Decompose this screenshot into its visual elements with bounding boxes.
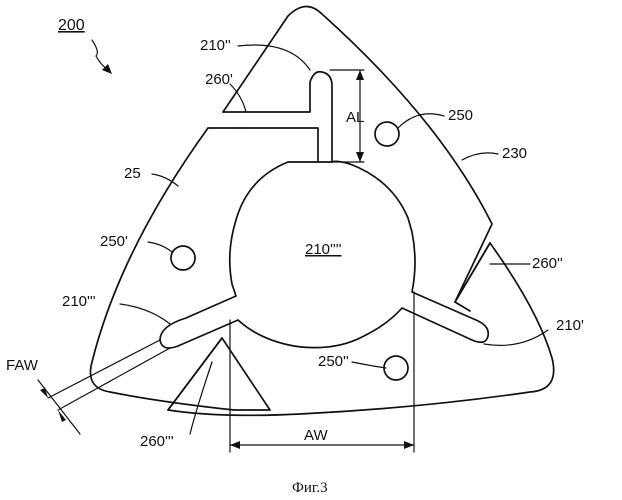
label-210-center: 210'''' — [305, 241, 342, 258]
leader-210p — [484, 330, 548, 345]
label-230: 230 — [502, 145, 527, 162]
label-260p: 260' — [205, 71, 233, 88]
label-faw: FAW — [6, 357, 39, 374]
leader-25 — [152, 174, 178, 186]
right-wedge — [455, 302, 470, 311]
slot-260pp — [455, 243, 490, 302]
hole-250pp — [384, 356, 408, 380]
label-250: 250 — [448, 107, 473, 124]
faw-dim-line — [38, 380, 80, 434]
label-aw: AW — [304, 427, 328, 444]
figure-caption: Фиг.3 — [292, 480, 328, 496]
leader-210ppp — [120, 304, 170, 324]
hole-250p — [171, 246, 195, 270]
faw-arrow-1 — [40, 388, 48, 398]
label-al: AL — [346, 109, 364, 126]
al-arrow-top — [356, 70, 364, 80]
label-250p: 250' — [100, 233, 128, 250]
leader-260ppp — [190, 362, 212, 434]
leader-250p — [148, 242, 172, 252]
al-arrow-bottom — [356, 152, 364, 162]
label-210p: 210' — [556, 317, 584, 334]
label-210pp: 210'' — [200, 37, 231, 54]
leader-250pp — [352, 362, 386, 368]
leader-230 — [462, 153, 498, 160]
label-260pp: 260'' — [532, 255, 563, 272]
aw-arrow-right — [404, 441, 414, 449]
slot-260ppp — [168, 338, 222, 410]
faw-ext-2 — [58, 348, 170, 410]
notch-210pp — [223, 72, 332, 162]
faw-ext-1 — [48, 340, 160, 398]
leader-210pp — [238, 45, 310, 70]
hole-250 — [375, 122, 399, 146]
label-250pp: 250'' — [318, 353, 349, 370]
aw-arrow-left — [230, 441, 240, 449]
label-25: 25 — [124, 165, 141, 182]
label-200: 200 — [58, 17, 85, 34]
label-260ppp: 260''' — [140, 433, 174, 450]
label-210ppp: 210''' — [62, 293, 96, 310]
